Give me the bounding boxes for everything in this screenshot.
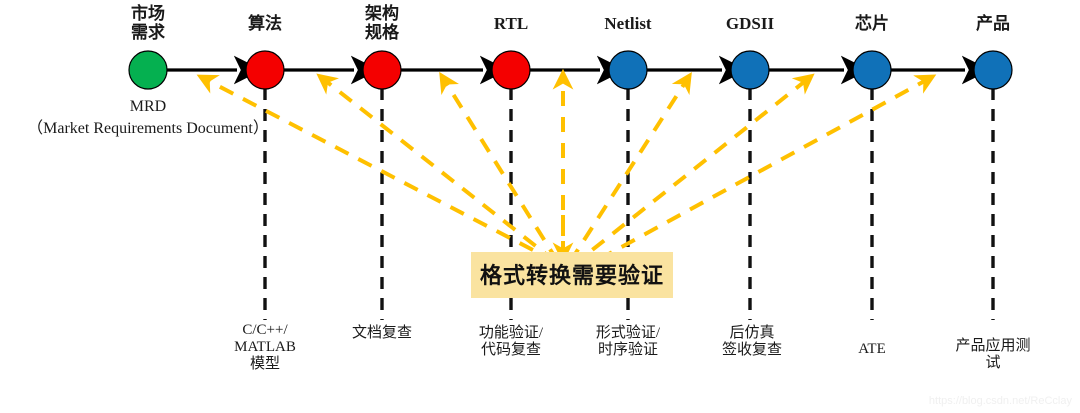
node-algorithm[interactable] [245,50,285,90]
verify-arrow-to-algorithm [196,74,557,264]
source-watermark: https://blog.csdn.net/ReCclay [928,395,1072,407]
bottom-label-netlist: 形式验证/ 时序验证 [595,325,661,358]
node-label-netlist: Netlist [604,14,652,33]
bottom-label-chip: ATE [858,341,886,357]
node-label-market-requirement: 市场 需求 [131,4,165,43]
node-label-gdsii: GDSII [725,14,775,33]
node-label-rtl: RTL [493,14,529,33]
bottom-label-rtl: 功能验证/ 代码复查 [478,325,544,358]
node-rtl[interactable] [491,50,531,90]
node-label-architecture-spec: 架构 规格 [365,4,399,43]
node-market-requirement[interactable] [128,50,168,90]
node-chip[interactable] [852,50,892,90]
node-product[interactable] [973,50,1013,90]
verify-arrow-to-rtl [439,71,560,264]
flow-nodes [128,50,1013,90]
bottom-label-gdsii: 后仿真 签收复查 [721,325,783,358]
mrd-abbreviation: MRD [129,98,167,115]
node-label-product: 产品 [976,14,1010,33]
verify-arrow-to-architecture [316,73,558,264]
bottom-label-algorithm: C/C++/ MATLAB 模型 [234,322,296,372]
verification-arrows [196,68,937,274]
mrd-full-name: （Market Requirements Document） [27,120,269,137]
node-architecture-spec[interactable] [362,50,402,90]
node-gdsii[interactable] [730,50,770,90]
verify-arrow-to-chip [570,73,815,268]
node-label-chip: 芯片 [855,14,889,33]
format-conversion-note: 格式转换需要验证 [470,252,674,298]
verify-arrow-to-gdsii [568,71,692,264]
bottom-label-product: 产品应用测试 [955,338,1031,371]
node-label-algorithm: 算法 [248,14,282,33]
node-netlist[interactable] [608,50,648,90]
bottom-label-architecture-spec: 文档复查 [351,325,413,341]
